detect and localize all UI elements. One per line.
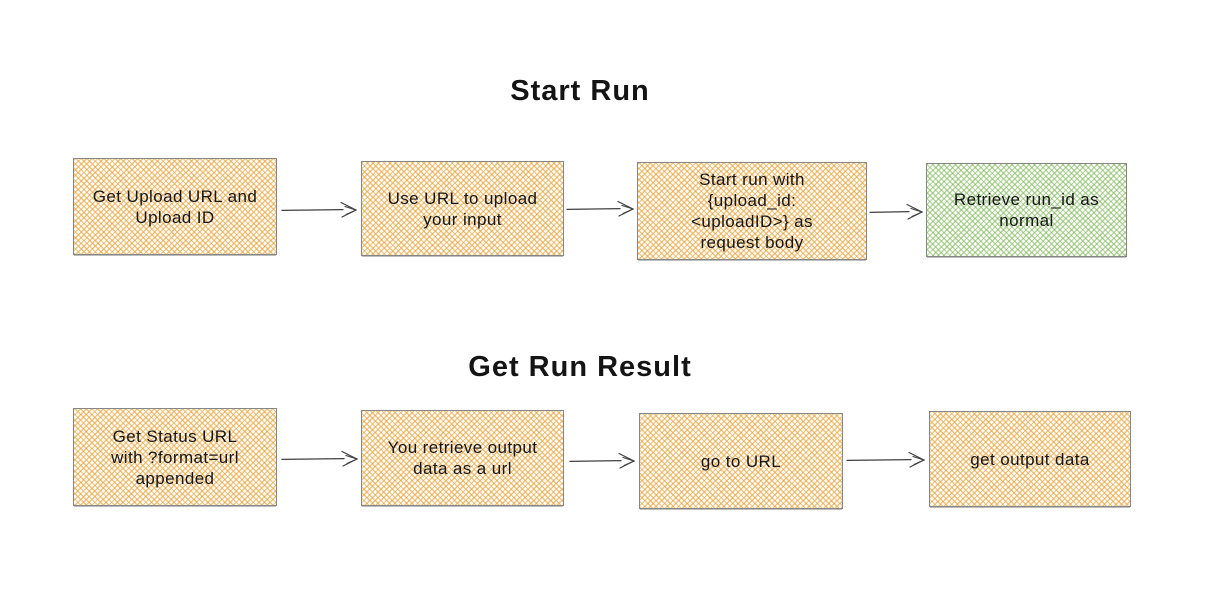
- flow-node-use-url-to-upload: Use URL to upload your input: [361, 161, 564, 256]
- flow-node-label: get output data: [970, 449, 1090, 469]
- flow-arrow-icon: [566, 197, 634, 221]
- flow-node-label: You retrieve output data as a url: [387, 438, 538, 478]
- flow-node-label: Use URL to upload your input: [387, 188, 538, 229]
- flow-node-label: Start run with {upload_id: <uploadID>} a…: [691, 170, 813, 252]
- flow-node-label: go to URL: [700, 451, 782, 471]
- flow-arrow-icon: [869, 200, 923, 224]
- flow-node-get-upload-url-and-id: Get Upload URL and Upload ID: [73, 158, 277, 255]
- section-title-get-run-result: Get Run Result: [468, 351, 692, 383]
- section-title-start-run: Start Run: [510, 75, 650, 107]
- flow-node-retrieve-run-id: Retrieve run_id as normal: [926, 163, 1127, 257]
- flow-node-label: Retrieve run_id as normal: [953, 190, 1100, 230]
- flow-node-retrieve-output-url: You retrieve output data as a url: [361, 410, 564, 506]
- flow-node-get-output-data: get output data: [929, 411, 1131, 507]
- flow-arrow-icon: [281, 447, 358, 471]
- flow-node-start-run-with-body: Start run with {upload_id: <uploadID>} a…: [637, 162, 867, 260]
- flow-node-label: Get Upload URL and Upload ID: [92, 186, 258, 227]
- flow-node-get-status-url: Get Status URL with ?format=url appended: [73, 408, 277, 506]
- flow-node-go-to-url: go to URL: [639, 413, 843, 509]
- flow-node-label: Get Status URL with ?format=url appended: [111, 426, 239, 488]
- flow-arrow-icon: [846, 448, 925, 472]
- flow-arrow-icon: [569, 449, 635, 473]
- flow-arrow-icon: [281, 198, 357, 222]
